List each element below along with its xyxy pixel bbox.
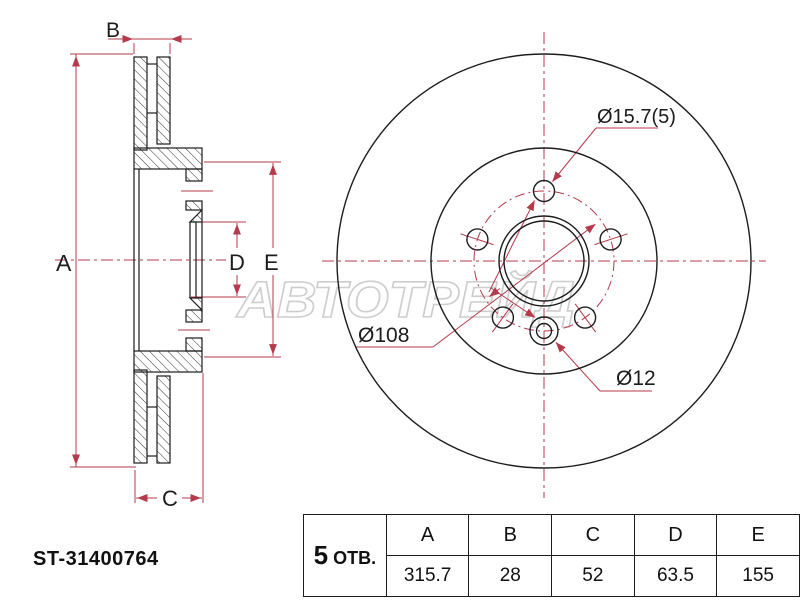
spec-table-value-row: 315.7 28 52 63.5 155 bbox=[304, 555, 800, 597]
col-header-a: A bbox=[385, 514, 470, 556]
part-number: ST-31400764 bbox=[33, 548, 159, 570]
dimension-lines bbox=[55, 32, 766, 503]
holes-count: 5 bbox=[313, 540, 329, 570]
disc-outer-edge bbox=[336, 53, 752, 469]
col-header-d: D bbox=[633, 514, 718, 556]
bolt-circle bbox=[473, 190, 615, 332]
dim-label-d: D bbox=[229, 250, 245, 275]
bolt-hole bbox=[573, 306, 597, 329]
value-d: 63.5 bbox=[633, 555, 718, 597]
center-bore-outer bbox=[498, 215, 590, 307]
center-bore-inner bbox=[503, 220, 585, 302]
callout-bolt-holes: Ø15.7(5) bbox=[597, 106, 676, 128]
pin-hole-outer bbox=[529, 316, 559, 346]
spec-table: 5 ОТВ. A B C D E 315.7 28 52 63.5 155 bbox=[303, 514, 800, 597]
holes-suffix: ОТВ. bbox=[333, 548, 377, 568]
dim-label-b: B bbox=[106, 19, 120, 42]
section-view bbox=[133, 56, 203, 464]
col-header-e: E bbox=[716, 514, 800, 556]
dim-label-e: E bbox=[264, 250, 279, 275]
callout-pin-hole: Ø12 bbox=[616, 367, 656, 390]
bolt-hole bbox=[466, 228, 489, 251]
col-header-c: C bbox=[551, 514, 635, 556]
pin-hole-inner bbox=[535, 322, 553, 340]
value-b: 28 bbox=[468, 555, 553, 597]
col-header-b: B bbox=[468, 514, 553, 556]
value-a: 315.7 bbox=[385, 555, 470, 597]
dim-label-a: A bbox=[56, 250, 72, 276]
hat-edge bbox=[430, 147, 658, 375]
value-e: 155 bbox=[716, 555, 800, 597]
spec-table-header-row: 5 ОТВ. A B C D E bbox=[303, 514, 800, 597]
dim-label-c: C bbox=[162, 486, 178, 511]
bolt-hole bbox=[599, 228, 622, 251]
value-c: 52 bbox=[551, 555, 635, 597]
bolt-hole bbox=[532, 179, 556, 203]
front-view bbox=[336, 53, 752, 469]
bolt-hole bbox=[491, 306, 515, 329]
callout-bolt-circle: Ø108 bbox=[358, 324, 409, 347]
holes-count-cell: 5 ОТВ. bbox=[303, 514, 387, 597]
